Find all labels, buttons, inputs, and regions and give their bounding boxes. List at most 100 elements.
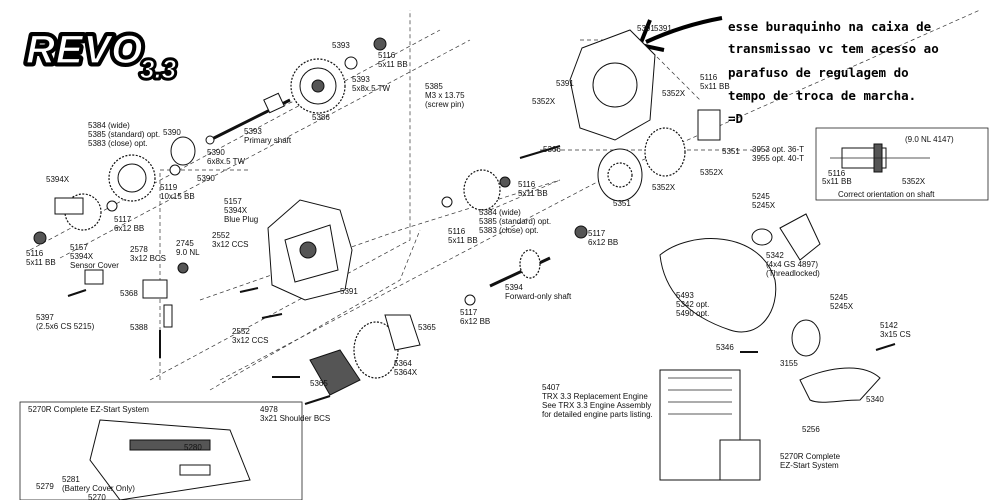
part-label-5391top: 5391 — [654, 24, 672, 33]
part-label-line: 5394X — [70, 252, 94, 261]
part-label-5384b: 5384 (wide)5385 (standard) opt.5383 (clo… — [479, 208, 551, 235]
assembly-lines — [29, 9, 981, 391]
part-label-line: 5117 — [588, 229, 606, 238]
part-label-5279: 5279 — [36, 482, 54, 491]
part-label-line: 4978 — [260, 405, 278, 414]
part-label-line: 2552 — [232, 327, 250, 336]
part-label-line: 5364 — [394, 359, 412, 368]
inset-label-4: 5116 — [828, 169, 846, 178]
brake-disc-5364 — [353, 321, 399, 379]
part-label-line: 5245 — [752, 192, 770, 201]
exhaust-pipe-5493 — [659, 238, 777, 333]
part-label-5342: 5342(4x4 GS 4897)(Threadlocked) — [766, 251, 820, 278]
part-label-5351b: 5351 — [613, 199, 631, 208]
part-label-line: 5388 — [130, 323, 148, 332]
annotation-line-4: tempo de troca de marcha. — [728, 88, 916, 103]
part-label-5280: 5280 — [184, 443, 202, 452]
part-label-line: 5391 — [556, 79, 574, 88]
part-label-5386: 5386 — [312, 113, 330, 122]
part-label-line: (4x4 GS 4897) — [766, 260, 818, 269]
orientation-inset: (9.0 NL 4147) 3953 opt. 36-T 3955 opt. 4… — [752, 127, 989, 201]
part-label-5391c: 5391 — [637, 24, 655, 33]
part-label-5352Xd: 5352X — [652, 183, 676, 192]
part-label-line: 5352X — [700, 168, 724, 177]
part-label-line: 5352X — [662, 89, 686, 98]
part-label-line: 2745 — [176, 239, 194, 248]
logo-model: 3.3 — [140, 54, 177, 84]
part-label-line: 5157 — [70, 243, 88, 252]
gear-5384-center — [463, 169, 501, 211]
part-label-line: 5119 — [160, 183, 178, 192]
inset-label-1: (9.0 NL 4147) — [905, 135, 954, 144]
part-label-line: (Threadlocked) — [766, 269, 820, 278]
part-label-line: 5x11 BB — [378, 60, 408, 69]
part-label-line: 5368 — [120, 289, 138, 298]
part-label-line: 5394 — [505, 283, 523, 292]
clutch-5390 — [170, 136, 196, 166]
part-label-line: 5116 — [26, 249, 44, 258]
logo-model-fill: 3.3 — [140, 54, 177, 84]
part-label-line: 3x12 CCS — [232, 336, 268, 345]
part-label-line: 3x15 CS — [880, 330, 911, 339]
part-label-line: 9.0 NL — [176, 248, 200, 257]
annotation-line-1: esse buraquinho na caixa de — [728, 19, 932, 34]
part-label-line: (screw pin) — [425, 100, 464, 109]
part-label-line: 5352X — [652, 183, 676, 192]
part-label-line: TRX 3.3 Replacement Engine — [542, 392, 648, 401]
part-label-5352Xb: 5352X — [662, 89, 686, 98]
part-label-line: (Battery Cover Only) — [62, 484, 135, 493]
part-label-5352Xc: 5352X — [700, 168, 724, 177]
part-label-line: 5245X — [752, 201, 776, 210]
part-label-5365b: 5365 — [310, 379, 328, 388]
part-label-line: Blue Plug — [224, 215, 258, 224]
annotation-line-2: transmissao vc tem acesso ao — [728, 41, 939, 56]
part-label-line: 5365 — [418, 323, 436, 332]
part-label-line: 5391 — [637, 24, 655, 33]
inset-caption: Correct orientation on shaft — [838, 190, 935, 199]
part-label-5393a: 5393 — [332, 41, 350, 50]
part-label-5270: 5270 — [88, 493, 106, 500]
part-label-5281: 5281(Battery Cover Only) — [62, 475, 135, 493]
part-label-line: 6x12 BB — [114, 224, 144, 233]
part-label-line: 5351 — [722, 147, 740, 156]
part-label-line: 5x11 BB — [518, 189, 548, 198]
part-label-line: 5366 — [543, 145, 561, 154]
part-label-line: 6x12 BB — [588, 238, 618, 247]
part-label-line: 5393 — [332, 41, 350, 50]
part-label-line: 5116 — [448, 227, 466, 236]
part-label-line: 5245X — [830, 302, 854, 311]
part-label-line: 5116 — [518, 180, 536, 189]
logo-brand: REVO — [26, 28, 143, 72]
part-label-line: 5384 (wide) — [479, 208, 521, 217]
part-label-5256: 5256 — [802, 425, 820, 434]
parts — [19, 29, 896, 500]
part-label-line: 5256 — [802, 425, 820, 434]
part-label-line: 5390 — [197, 174, 215, 183]
part-label-line: (2.5x6 CS 5215) — [36, 322, 95, 331]
part-label-line: 5x11 BB — [26, 258, 56, 267]
annotation-arrow — [645, 16, 723, 44]
inset-label-6: 5352X — [902, 177, 926, 186]
part-label-line: 3x12 BCS — [130, 254, 166, 263]
part-label-line: Forward-only shaft — [505, 292, 572, 301]
annotation-note: esse buraquinho na caixa de transmissao … — [638, 16, 939, 126]
part-label-line: 5351 — [613, 199, 631, 208]
part-label-line: 5384 (wide) — [88, 121, 130, 130]
part-label-line: 5x11 BB — [700, 82, 730, 91]
part-label-line: 5393 — [352, 75, 370, 84]
part-label-line: 5394X — [46, 175, 70, 184]
part-label-line: 5364X — [394, 368, 418, 377]
part-label-line: 5279 — [36, 482, 54, 491]
part-label-line: 5352X — [532, 97, 556, 106]
part-label-5346: 5346 — [716, 343, 734, 352]
